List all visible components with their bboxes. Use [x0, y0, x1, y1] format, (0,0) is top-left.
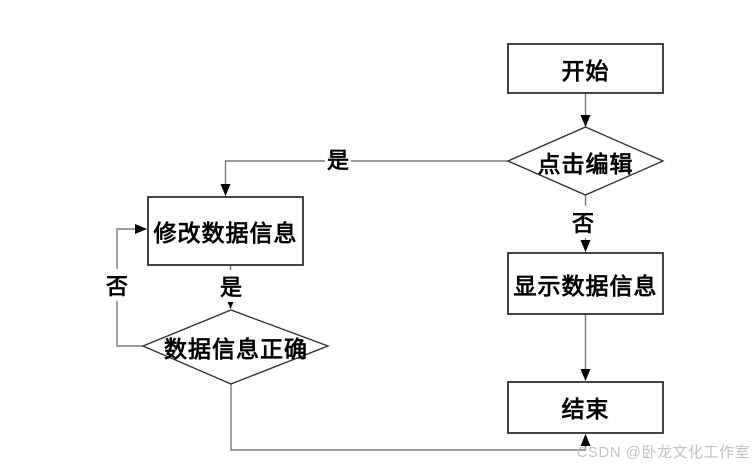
- watermark: CSDN @卧龙文化工作室: [576, 444, 750, 461]
- edge-data-correct-to-end: [230, 384, 591, 451]
- node-start-label: 开始: [561, 59, 610, 84]
- node-data-correct-label: 数据信息正确: [164, 337, 308, 362]
- edge-label-yes-modify-data: 是: [217, 270, 245, 302]
- node-start-shape: [507, 43, 664, 94]
- node-click-edit-shape: [506, 126, 665, 196]
- edge-label-yes-click-edit: 是: [324, 143, 352, 175]
- node-modify-data-label: 修改数据信息: [153, 221, 298, 246]
- node-modify-data-shape: [147, 196, 304, 266]
- node-data-correct-shape: [141, 309, 330, 385]
- edge-label-no-click-edit: 否: [569, 206, 597, 238]
- node-end-shape: [507, 381, 664, 434]
- edge-click-edit-yes-to-modify-data: [220, 160, 508, 196]
- edge-label-no-data-correct: 否: [103, 269, 131, 301]
- node-show-data-shape: [507, 252, 664, 315]
- node-end-label: 结束: [561, 397, 610, 422]
- node-show-data-label: 显示数据信息: [513, 274, 658, 299]
- node-click-edit-label: 点击编辑: [537, 152, 634, 177]
